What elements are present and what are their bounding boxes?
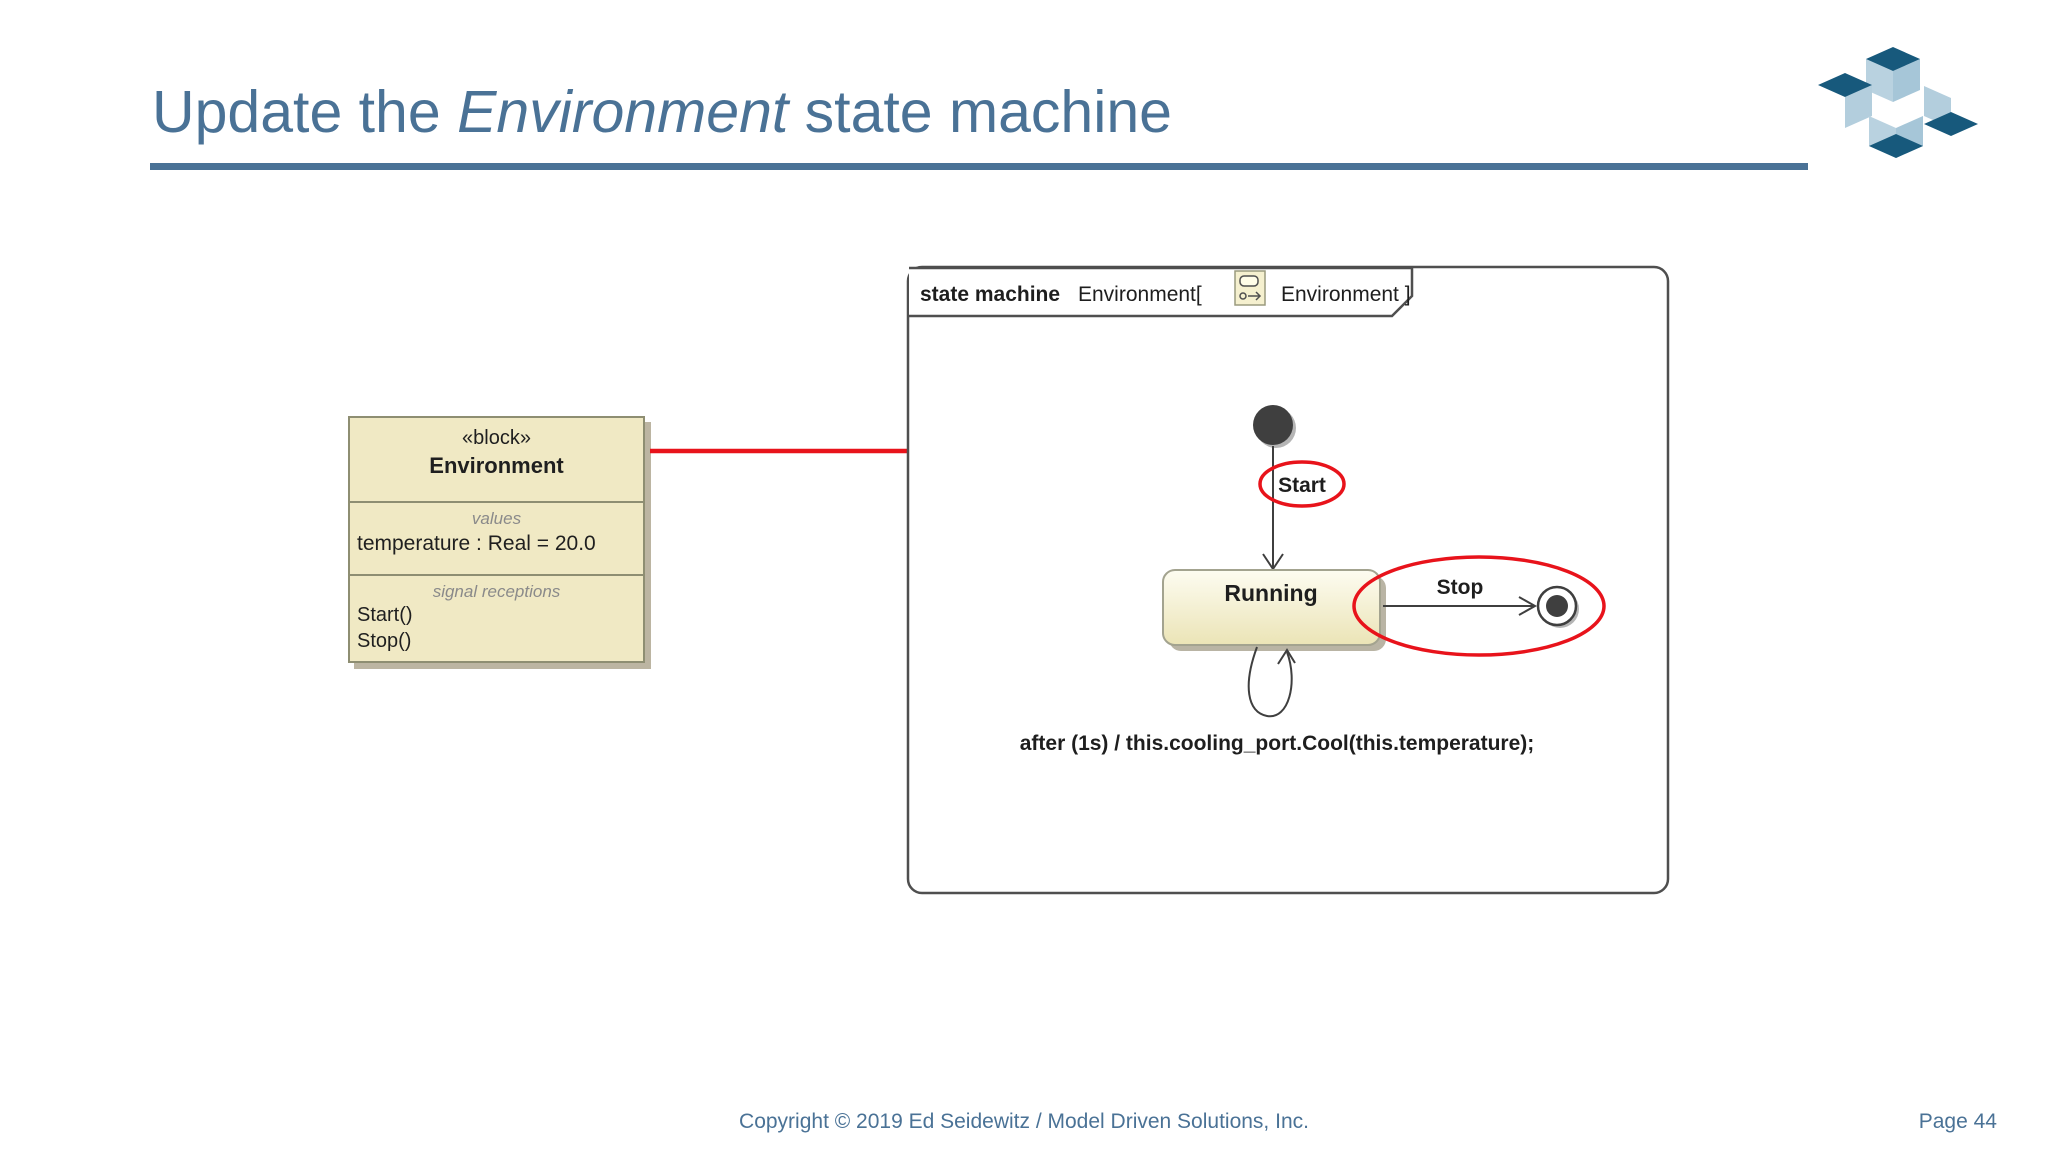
stop-transition-label: Stop — [1437, 576, 1484, 599]
page-title-emphasis: Environment — [457, 79, 789, 145]
self-transition-label: after (1s) / this.cooling_port.Cool(this… — [1020, 732, 1535, 755]
value-temperature: temperature : Real = 20.0 — [357, 532, 596, 555]
logo-cube-right — [1924, 86, 1978, 136]
block-stereotype: «block» — [462, 427, 531, 449]
self-transition-loop — [1247, 646, 1296, 718]
red-pointer-arrow — [650, 442, 946, 460]
footer-page-number: Page 44 — [1918, 1110, 1997, 1133]
state-running: Running — [1162, 569, 1386, 651]
receptions-compartment-label: signal receptions — [432, 582, 561, 601]
page-title-prefix: Update the — [152, 79, 458, 145]
frame-context: Environment ] — [1281, 283, 1411, 306]
frame-name: Environment[ — [1078, 283, 1202, 306]
block-receptions-compartment: signal receptions Start() Stop() — [350, 574, 643, 668]
block-values-compartment: values temperature : Real = 20.0 — [350, 501, 643, 574]
diagram-frame-tab — [909, 266, 1414, 318]
initial-state-node — [1253, 405, 1296, 448]
start-transition-label: Start — [1278, 474, 1326, 497]
logo-cube-left — [1818, 73, 1872, 128]
footer-copyright: Copyright © 2019 Ed Seidewitz / Model Dr… — [739, 1110, 1309, 1133]
logo-cube-top — [1866, 47, 1920, 102]
stop-transition-arrow — [1383, 596, 1538, 616]
page-title-suffix: state machine — [788, 79, 1172, 145]
title-underline — [150, 163, 1808, 170]
state-machine-diagram-icon — [1234, 270, 1266, 306]
start-annotation-ellipse — [1258, 460, 1346, 508]
reception-start: Start() — [357, 604, 413, 626]
frame-keyword: state machine — [920, 283, 1060, 306]
state-running-label: Running — [1224, 580, 1317, 606]
values-compartment-label: values — [471, 509, 522, 528]
reception-stop: Stop() — [357, 630, 412, 652]
block-environment: «block» Environment values temperature :… — [348, 416, 645, 663]
logo-cube-bottom — [1869, 116, 1923, 158]
page-title: Update the Environment state machine — [152, 78, 1172, 146]
stop-annotation-ellipse — [1352, 555, 1606, 657]
block-name: Environment — [429, 453, 564, 478]
company-logo-icon — [1818, 47, 1978, 158]
block-header-compartment: «block» Environment — [350, 427, 643, 501]
final-state-node — [1536, 585, 1579, 628]
